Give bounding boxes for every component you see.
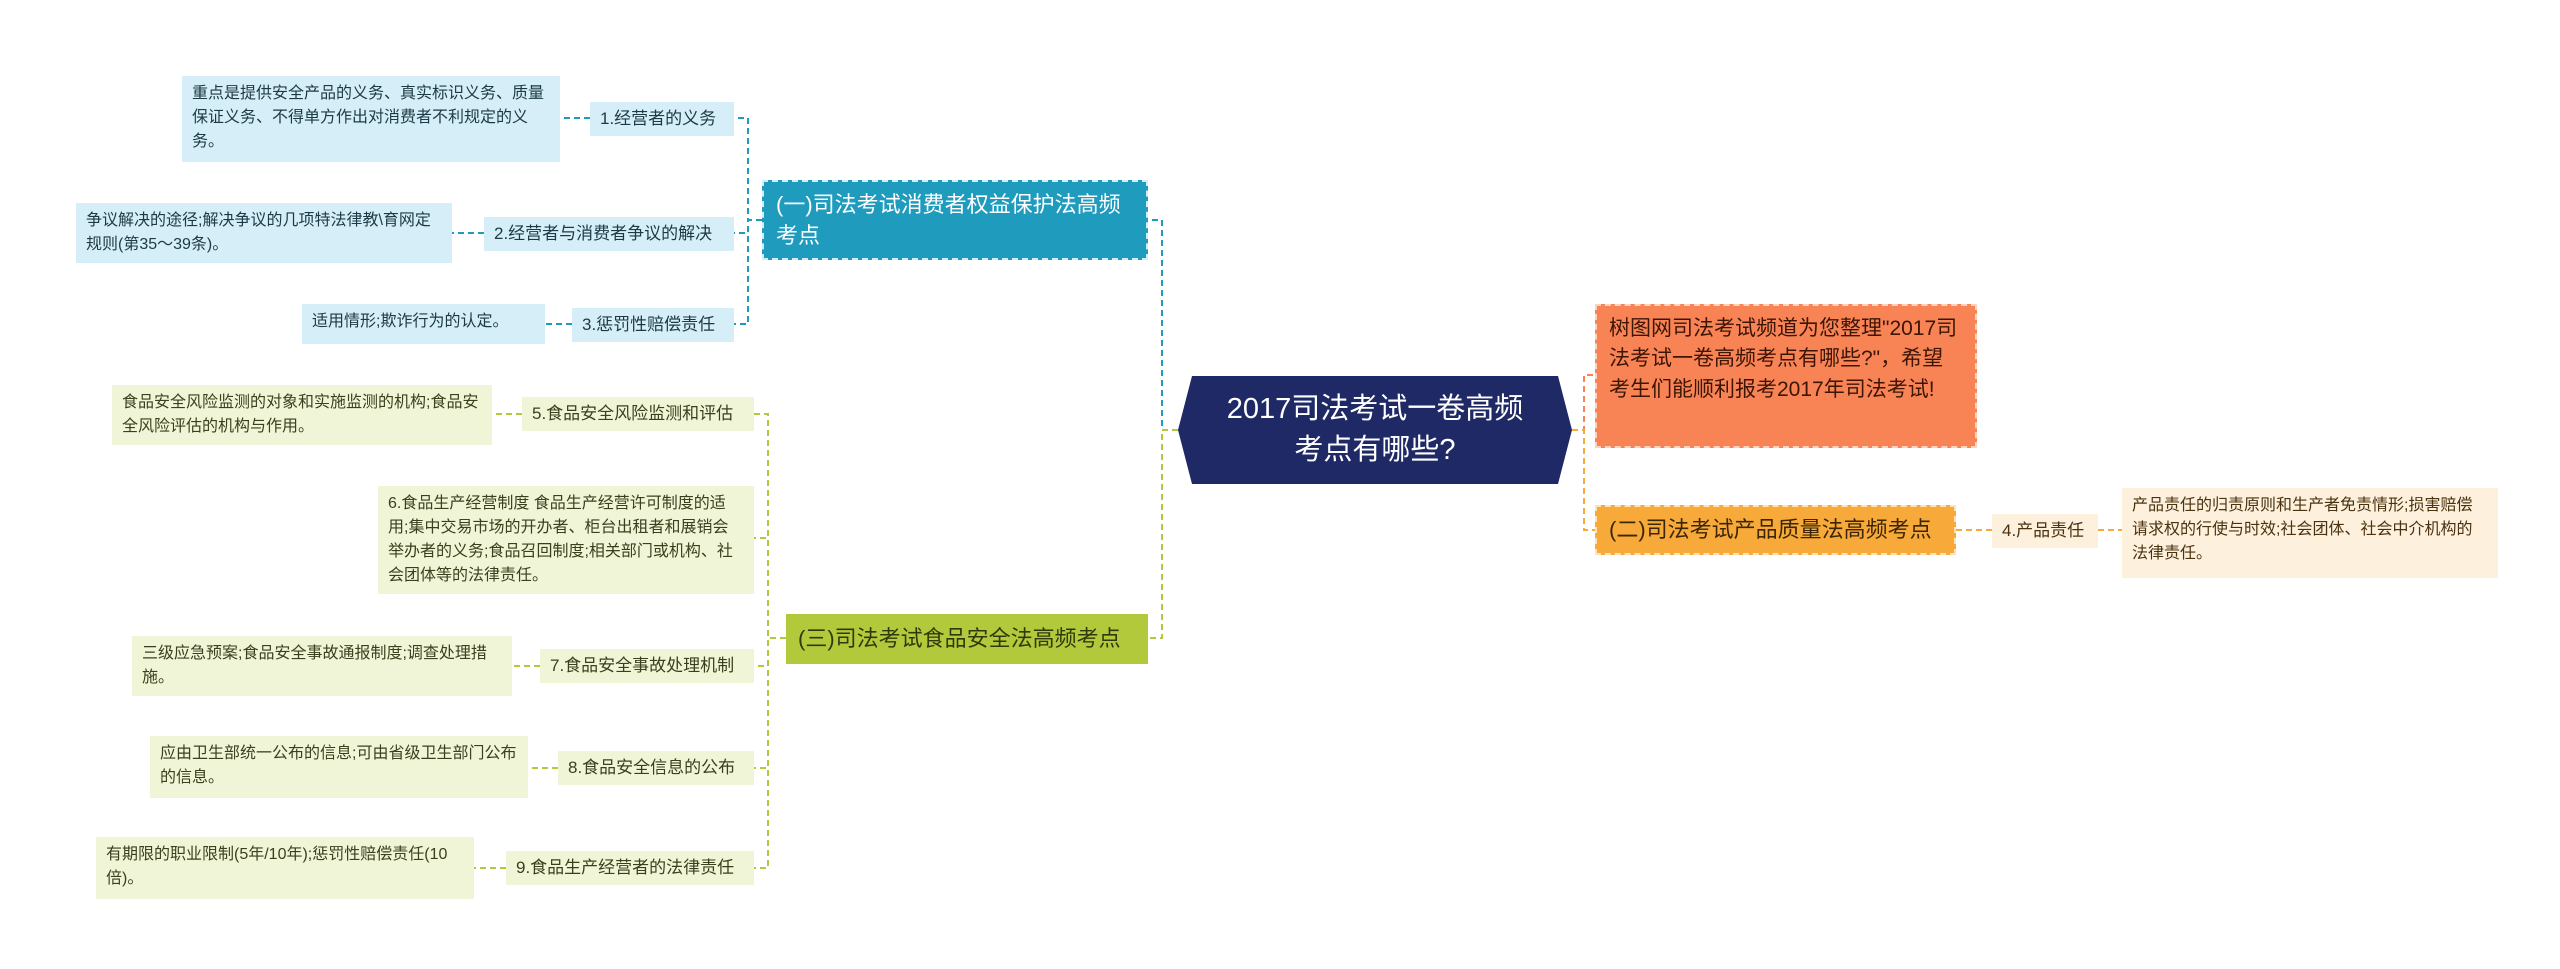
- consumer-item-2-detail[interactable]: 争议解决的途径;解决争议的几项特法律教\育网定规则(第35～39条)。: [76, 203, 452, 263]
- food-item-5-detail[interactable]: 食品安全风险监测的对象和实施监测的机构;食品安全风险评估的机构与作用。: [112, 385, 492, 445]
- product-item-4-label: 4.产品责任: [2002, 521, 2085, 541]
- food-item-7-detail[interactable]: 三级应急预案;食品安全事故通报制度;调查处理措施。: [132, 636, 512, 696]
- consumer-item-3[interactable]: 3.惩罚性赔偿责任: [572, 308, 734, 342]
- consumer-item-3-detail[interactable]: 适用情形;欺诈行为的认定。: [302, 304, 545, 344]
- root-topic[interactable]: 2017司法考试一卷高频考点有哪些?: [1178, 376, 1572, 484]
- branch-intro-label: 树图网司法考试频道为您整理"2017司法考试一卷高频考点有哪些?"，希望考生们能…: [1609, 317, 1958, 401]
- consumer-item-2[interactable]: 2.经营者与消费者争议的解决: [484, 217, 734, 251]
- consumer-item-2-label: 2.经营者与消费者争议的解决: [494, 224, 713, 244]
- food-item-5-detail-text: 食品安全风险监测的对象和实施监测的机构;食品安全风险评估的机构与作用。: [122, 394, 479, 435]
- food-item-8-detail[interactable]: 应由卫生部统一公布的信息;可由省级卫生部门公布的信息。: [150, 736, 528, 798]
- food-item-9[interactable]: 9.食品生产经营者的法律责任: [506, 851, 754, 885]
- food-item-7-label: 7.食品安全事故处理机制: [550, 656, 735, 676]
- branch-intro-note[interactable]: 树图网司法考试频道为您整理"2017司法考试一卷高频考点有哪些?"，希望考生们能…: [1595, 304, 1977, 448]
- food-item-8[interactable]: 8.食品安全信息的公布: [558, 751, 754, 785]
- consumer-item-2-detail-text: 争议解决的途径;解决争议的几项特法律教\育网定规则(第35～39条)。: [86, 212, 431, 253]
- food-item-5-label: 5.食品安全风险监测和评估: [532, 404, 734, 424]
- root-title: 2017司法考试一卷高频考点有哪些?: [1226, 393, 1524, 466]
- food-item-8-label: 8.食品安全信息的公布: [568, 758, 736, 778]
- food-item-5[interactable]: 5.食品安全风险监测和评估: [522, 397, 754, 431]
- consumer-item-1-detail[interactable]: 重点是提供安全产品的义务、真实标识义务、质量保证义务、不得单方作出对消费者不利规…: [182, 76, 560, 162]
- consumer-item-3-label: 3.惩罚性赔偿责任: [582, 315, 716, 335]
- food-item-9-detail-text: 有期限的职业限制(5年/10年);惩罚性赔偿责任(10倍)。: [106, 846, 448, 887]
- product-item-4-detail-text: 产品责任的归责原则和生产者免责情形;损害赔偿请求权的行使与时效;社会团体、社会中…: [2132, 497, 2473, 562]
- branch-product-label: (二)司法考试产品质量法高频考点: [1609, 516, 1932, 542]
- consumer-item-1-detail-text: 重点是提供安全产品的义务、真实标识义务、质量保证义务、不得单方作出对消费者不利规…: [192, 85, 545, 150]
- product-item-4[interactable]: 4.产品责任: [1992, 514, 2098, 548]
- food-item-6[interactable]: 6.食品生产经营制度 食品生产经营许可制度的适用;集中交易市场的开办者、柜台出租…: [378, 486, 754, 594]
- consumer-item-1[interactable]: 1.经营者的义务: [590, 102, 734, 136]
- branch-food-label: (三)司法考试食品安全法高频考点: [798, 625, 1121, 651]
- food-item-6-label: 6.食品生产经营制度 食品生产经营许可制度的适用;集中交易市场的开办者、柜台出租…: [388, 495, 733, 584]
- branch-product-quality-law[interactable]: (二)司法考试产品质量法高频考点: [1595, 505, 1956, 555]
- food-item-8-detail-text: 应由卫生部统一公布的信息;可由省级卫生部门公布的信息。: [160, 745, 517, 786]
- consumer-item-1-label: 1.经营者的义务: [600, 109, 717, 129]
- branch-consumer-law[interactable]: (一)司法考试消费者权益保护法高频考点: [762, 180, 1148, 260]
- food-item-9-label: 9.食品生产经营者的法律责任: [516, 858, 735, 878]
- branch-consumer-label: (一)司法考试消费者权益保护法高频考点: [776, 192, 1121, 248]
- branch-food-safety-law[interactable]: (三)司法考试食品安全法高频考点: [786, 614, 1148, 664]
- consumer-item-3-detail-text: 适用情形;欺诈行为的认定。: [312, 313, 509, 330]
- product-item-4-detail[interactable]: 产品责任的归责原则和生产者免责情形;损害赔偿请求权的行使与时效;社会团体、社会中…: [2122, 488, 2498, 578]
- food-item-9-detail[interactable]: 有期限的职业限制(5年/10年);惩罚性赔偿责任(10倍)。: [96, 837, 474, 899]
- food-item-7[interactable]: 7.食品安全事故处理机制: [540, 649, 754, 683]
- food-item-7-detail-text: 三级应急预案;食品安全事故通报制度;调查处理措施。: [142, 645, 487, 686]
